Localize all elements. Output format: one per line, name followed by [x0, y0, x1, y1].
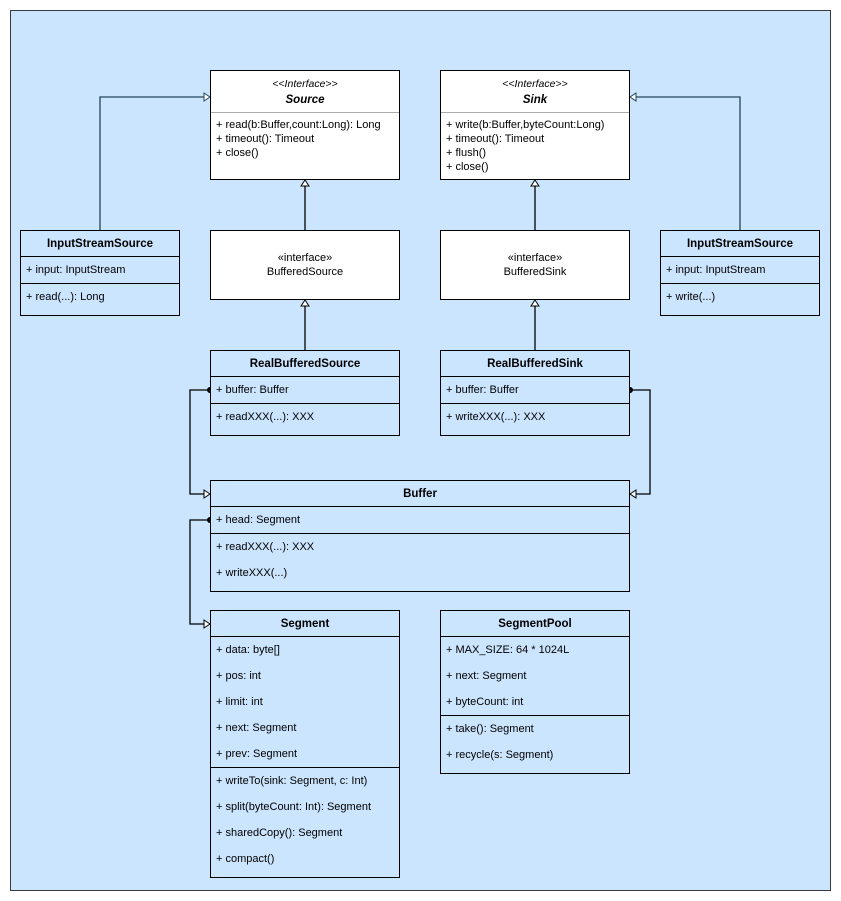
- attributes-section: + MAX_SIZE: 64 * 1024L + next: Segment + b…: [441, 637, 629, 716]
- class-real-buffered-source[interactable]: RealBufferedSource + buffer: Buffer + read…: [210, 350, 400, 436]
- class-name: InputStreamSource: [686, 237, 794, 250]
- class-header: RealBufferedSource: [211, 351, 399, 377]
- class-header: «interface» BufferedSource: [211, 231, 399, 299]
- class-header: Segment: [211, 611, 399, 637]
- methods-section: + read(b:Buffer,count:Long): Long + timeo…: [211, 113, 399, 160]
- class-input-stream-source-right[interactable]: InputStreamSource + input: InputStream + w…: [660, 230, 820, 316]
- stereotype: <<Interface>>: [502, 77, 568, 90]
- member[interactable]: + read(b:Buffer,count:Long): Long: [216, 119, 381, 131]
- member[interactable]: + buffer: Buffer: [446, 384, 519, 396]
- member[interactable]: + next: Segment: [446, 670, 527, 682]
- member[interactable]: + write(...): [666, 291, 716, 303]
- methods-section: + read(...): Long: [21, 284, 179, 310]
- class-name: BufferedSink: [503, 266, 567, 278]
- class-input-stream-source-left[interactable]: InputStreamSource + input: InputStream + r…: [20, 230, 180, 316]
- member[interactable]: + read(...): Long: [26, 291, 105, 303]
- member[interactable]: + limit: int: [216, 696, 263, 708]
- attributes-section: + input: InputStream: [661, 257, 819, 284]
- diagram-canvas: [10, 10, 831, 891]
- class-source[interactable]: <<Interface>> Source + read(b:Buffer,count…: [210, 70, 400, 180]
- class-name: BufferedSource: [266, 266, 344, 278]
- methods-section: + write(b:Buffer,byteCount:Long) + timeou…: [441, 113, 629, 174]
- member[interactable]: + close(): [446, 161, 489, 173]
- class-name: Segment: [280, 617, 330, 630]
- attributes-section: + head: Segment: [211, 507, 629, 534]
- stereotype: «interface»: [507, 252, 563, 264]
- methods-section: + write(...): [661, 284, 819, 310]
- member[interactable]: + MAX_SIZE: 64 * 1024L: [446, 644, 570, 656]
- class-segment[interactable]: Segment + data: byte[] + pos: int + limit: …: [210, 610, 400, 878]
- stereotype: <<Interface>>: [272, 77, 338, 90]
- member[interactable]: + writeTo(sink: Segment, c: Int): [216, 775, 368, 787]
- member[interactable]: + timeout(): Timeout: [216, 133, 315, 145]
- member[interactable]: + byteCount: int: [446, 696, 524, 708]
- attributes-section: + buffer: Buffer: [441, 377, 629, 404]
- class-header: <<Interface>> Source: [211, 71, 399, 113]
- class-real-buffered-sink[interactable]: RealBufferedSink + buffer: Buffer + writeX…: [440, 350, 630, 436]
- class-header: InputStreamSource: [661, 231, 819, 257]
- member[interactable]: + split(byteCount: Int): Segment: [216, 801, 371, 813]
- class-header: «interface» BufferedSink: [441, 231, 629, 299]
- member[interactable]: + readXXX(...): XXX: [216, 411, 315, 423]
- member[interactable]: + input: InputStream: [666, 264, 766, 276]
- member[interactable]: + recycle(s: Segment): [446, 749, 554, 761]
- class-header: SegmentPool: [441, 611, 629, 637]
- methods-section: + writeXXX(...): XXX: [441, 404, 629, 430]
- member[interactable]: + write(b:Buffer,byteCount:Long): [446, 119, 605, 131]
- methods-section: + readXXX(...): XXX: [211, 404, 399, 430]
- attributes-section: + data: byte[] + pos: int + limit: int + ne…: [211, 637, 399, 768]
- member[interactable]: + writeXXX(...): [216, 567, 288, 579]
- class-name: InputStreamSource: [46, 237, 154, 250]
- class-header: Buffer: [211, 481, 629, 507]
- attributes-section: + buffer: Buffer: [211, 377, 399, 404]
- member[interactable]: + flush(): [446, 147, 487, 159]
- class-name: Source: [285, 93, 325, 106]
- member[interactable]: + head: Segment: [216, 514, 301, 526]
- attributes-section: + input: InputStream: [21, 257, 179, 284]
- class-header: RealBufferedSink: [441, 351, 629, 377]
- class-header: <<Interface>> Sink: [441, 71, 629, 113]
- member[interactable]: + compact(): [216, 853, 275, 865]
- member[interactable]: + input: InputStream: [26, 264, 126, 276]
- member[interactable]: + prev: Segment: [216, 748, 298, 760]
- member[interactable]: + pos: int: [216, 670, 261, 682]
- member[interactable]: + next: Segment: [216, 722, 297, 734]
- member[interactable]: + writeXXX(...): XXX: [446, 411, 546, 423]
- class-segment-pool[interactable]: SegmentPool + MAX_SIZE: 64 * 1024L + next:…: [440, 610, 630, 774]
- member[interactable]: + take(): Segment: [446, 723, 534, 735]
- class-name: RealBufferedSource: [249, 357, 361, 370]
- member[interactable]: + sharedCopy(): Segment: [216, 827, 343, 839]
- member[interactable]: + readXXX(...): XXX: [216, 541, 315, 553]
- methods-section: + writeTo(sink: Segment, c: Int) + split(…: [211, 768, 399, 872]
- class-sink[interactable]: <<Interface>> Sink + write(b:Buffer,byteCo…: [440, 70, 630, 180]
- member[interactable]: + buffer: Buffer: [216, 384, 289, 396]
- class-name: Buffer: [403, 487, 437, 500]
- member[interactable]: + timeout(): Timeout: [446, 133, 545, 145]
- methods-section: + take(): Segment + recycle(s: Segment): [441, 716, 629, 768]
- class-buffer[interactable]: Buffer + head: Segment + readXXX(...): XXX…: [210, 480, 630, 592]
- class-name: Sink: [522, 93, 548, 106]
- member[interactable]: + data: byte[]: [216, 644, 280, 656]
- stereotype: «interface»: [277, 252, 333, 264]
- class-buffered-sink[interactable]: «interface» BufferedSink: [440, 230, 630, 300]
- methods-section: + readXXX(...): XXX + writeXXX(...): [211, 534, 629, 586]
- class-name: SegmentPool: [498, 617, 572, 630]
- class-header: InputStreamSource: [21, 231, 179, 257]
- class-name: RealBufferedSink: [487, 357, 583, 370]
- member[interactable]: + close(): [216, 147, 259, 159]
- class-buffered-source[interactable]: «interface» BufferedSource: [210, 230, 400, 300]
